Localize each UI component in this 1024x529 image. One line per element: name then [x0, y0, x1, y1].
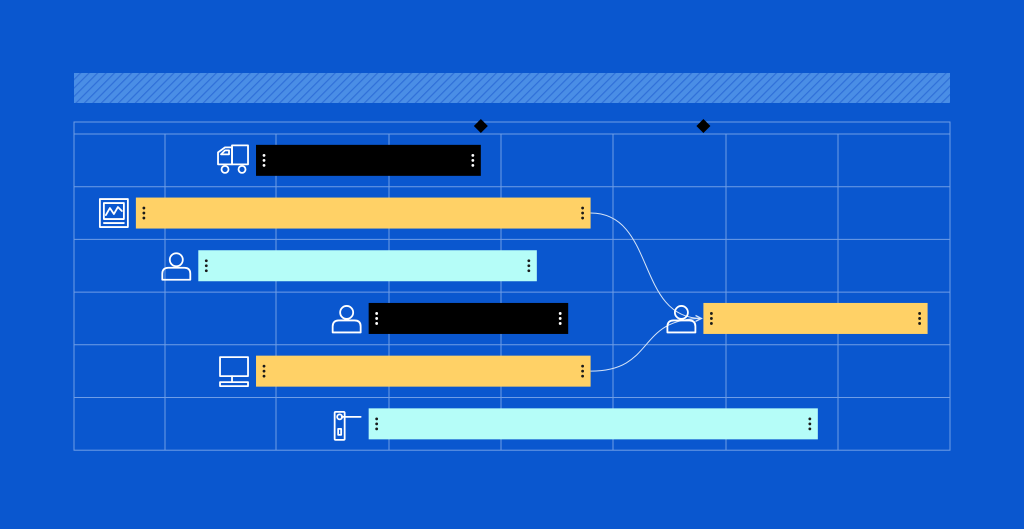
- delivery-task-bar[interactable]: [256, 144, 481, 176]
- bar-end-handle[interactable]: [527, 259, 531, 273]
- task-bar-fill: [368, 302, 569, 334]
- timeline-grid: [73, 121, 951, 451]
- monitor-chart-icon: [98, 198, 129, 228]
- milestone-2-diamond-icon[interactable]: [696, 119, 711, 133]
- bar-end-handle[interactable]: [808, 417, 812, 431]
- milestone-1-diamond-icon[interactable]: [473, 119, 488, 133]
- access-task-bar[interactable]: [368, 408, 818, 440]
- bar-start-handle[interactable]: [710, 312, 713, 325]
- bar-start-handle[interactable]: [262, 153, 266, 167]
- task-bars: [135, 144, 928, 440]
- user-icon: [331, 305, 362, 334]
- computer-icon: [219, 356, 249, 388]
- bar-start-handle[interactable]: [142, 206, 146, 220]
- user-task-a-bar[interactable]: [198, 250, 537, 282]
- task-bar-fill: [368, 408, 818, 440]
- task-bar-fill: [703, 302, 928, 334]
- timeline-header-stripe: [74, 73, 950, 103]
- bar-start-handle[interactable]: [375, 417, 379, 431]
- computer-task-bar[interactable]: [256, 355, 591, 387]
- task-bar-fill: [256, 355, 591, 387]
- task-bar-fill: [135, 197, 591, 229]
- user-icon: [161, 252, 192, 281]
- task-bar-fill: [256, 144, 481, 176]
- bar-start-handle[interactable]: [204, 259, 208, 273]
- bar-end-handle[interactable]: [558, 312, 562, 325]
- task-icons: [98, 144, 697, 441]
- user-icon: [666, 305, 697, 334]
- grid-frame: [73, 121, 951, 451]
- monitoring-task-bar[interactable]: [135, 197, 591, 229]
- bar-end-handle[interactable]: [918, 312, 921, 325]
- dependency-line: [590, 212, 702, 318]
- user-task-b-bar[interactable]: [368, 302, 569, 334]
- task-bar-fill: [198, 250, 537, 282]
- bar-end-handle[interactable]: [581, 206, 584, 220]
- user-task-c-bar[interactable]: [703, 302, 928, 334]
- milestones: [473, 119, 711, 133]
- bar-end-handle[interactable]: [471, 153, 475, 167]
- bar-start-handle[interactable]: [375, 312, 379, 325]
- door-handle-icon: [333, 410, 362, 441]
- truck-icon: [217, 144, 249, 174]
- bar-end-handle[interactable]: [581, 364, 584, 378]
- bar-start-handle[interactable]: [262, 364, 266, 378]
